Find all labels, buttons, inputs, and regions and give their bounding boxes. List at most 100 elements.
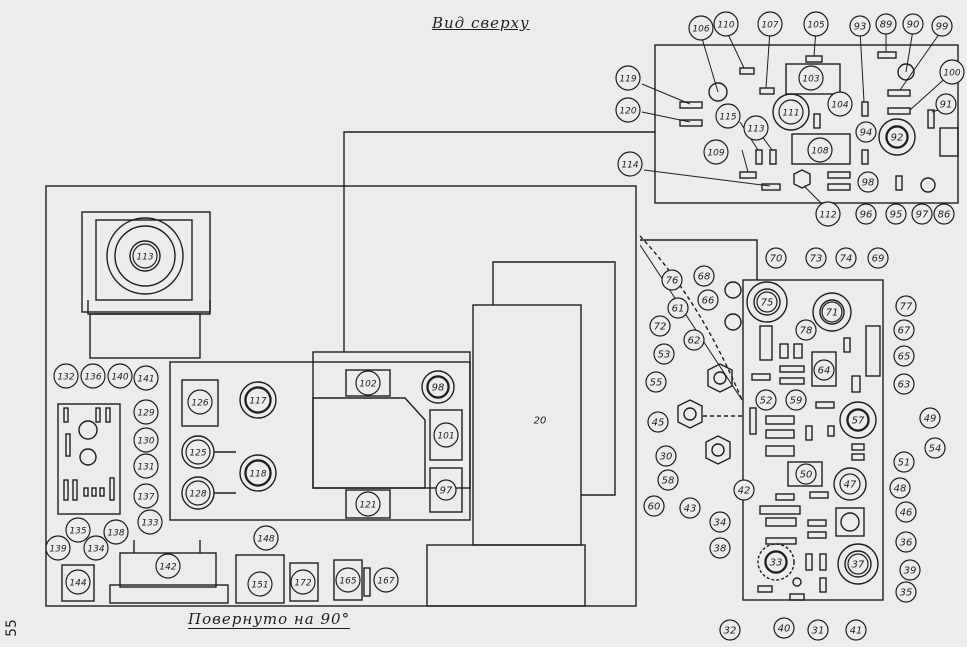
component-label: 92 — [891, 133, 904, 144]
label-circle — [785, 389, 807, 411]
component-label: 52 — [760, 396, 773, 407]
block-20 — [472, 304, 582, 546]
component-label: 106 — [692, 25, 709, 35]
component-label: 60 — [648, 502, 661, 513]
label-circle — [335, 567, 361, 593]
label-circle — [795, 463, 817, 485]
component-label: 139 — [49, 545, 66, 555]
label-circle — [827, 91, 853, 117]
label-circle — [245, 460, 271, 486]
label-circle — [895, 501, 917, 523]
component-label: 128 — [189, 490, 206, 500]
component-label: 97 — [440, 486, 453, 497]
component-label: 64 — [818, 366, 831, 377]
label-circle — [835, 247, 857, 269]
label-circle — [911, 203, 933, 225]
label-circle — [813, 359, 835, 381]
label-circle — [756, 291, 778, 313]
label-circle — [133, 483, 159, 509]
label-circle — [65, 517, 91, 543]
label-circle — [373, 567, 399, 593]
label-circle — [893, 373, 915, 395]
component-label: 114 — [621, 161, 638, 171]
label-circle — [643, 495, 665, 517]
component-label: 100 — [943, 69, 960, 79]
label-circle — [103, 519, 129, 545]
label-circle — [667, 297, 689, 319]
component-label: 113 — [136, 253, 153, 263]
label-circle — [743, 115, 769, 141]
component-label: 144 — [69, 579, 86, 589]
component-label: 148 — [257, 535, 274, 545]
component-label: 77 — [900, 302, 913, 313]
label-circle — [709, 511, 731, 533]
component-label: 151 — [251, 581, 268, 591]
label-circle — [803, 11, 829, 37]
component-label: 68 — [698, 272, 711, 283]
label-circle — [893, 345, 915, 367]
label-circle — [893, 451, 915, 473]
label-circle — [649, 315, 671, 337]
component-label: 131 — [137, 463, 154, 473]
label-circle — [133, 427, 159, 453]
component-label: 142 — [159, 563, 176, 573]
component-label: 20 — [534, 416, 547, 427]
component-label: 98 — [432, 383, 445, 394]
component-label: 126 — [191, 399, 208, 409]
component-label: 97 — [916, 210, 929, 221]
label-circle — [653, 343, 675, 365]
board-main — [45, 185, 637, 607]
component-label: 101 — [437, 432, 454, 442]
component-label: 63 — [898, 380, 911, 391]
component-label: 67 — [898, 326, 911, 337]
component-label: 86 — [938, 210, 951, 221]
board-right-lower — [742, 279, 884, 601]
label-circle — [655, 445, 677, 467]
component-label: 91 — [940, 100, 953, 111]
label-circle — [886, 126, 908, 148]
component-label: 46 — [900, 508, 913, 519]
label-circle — [778, 99, 804, 125]
component-label: 167 — [377, 577, 394, 587]
component-label: 165 — [339, 577, 356, 587]
label-circle — [709, 537, 731, 559]
label-circle — [657, 469, 679, 491]
label-circle — [839, 473, 861, 495]
label-circle — [875, 13, 897, 35]
label-circle — [107, 363, 133, 389]
label-circle — [693, 265, 715, 287]
label-circle — [290, 569, 316, 595]
label-circle — [795, 319, 817, 341]
label-circle — [45, 535, 71, 561]
label-circle — [935, 93, 957, 115]
label-circle — [645, 371, 667, 393]
component-label: 75 — [761, 298, 774, 309]
component-label: 43 — [684, 504, 697, 515]
component-label: 140 — [111, 373, 128, 383]
component-label: 107 — [761, 21, 778, 31]
label-circle — [185, 480, 211, 506]
label-circle — [798, 65, 824, 91]
label-circle — [679, 497, 701, 519]
component-label: 136 — [84, 373, 101, 383]
label-circle — [924, 437, 946, 459]
speaker-block — [81, 211, 211, 313]
label-circle — [902, 13, 924, 35]
block-hex — [312, 397, 426, 489]
component-label: 73 — [810, 254, 823, 265]
label-circle — [80, 363, 106, 389]
label-circle — [647, 411, 669, 433]
label-circle — [133, 453, 159, 479]
component-label: 55 — [650, 378, 663, 389]
component-label: 62 — [688, 336, 701, 347]
label-circle — [815, 201, 841, 227]
component-label: 53 — [658, 350, 671, 361]
component-label: 117 — [249, 397, 266, 407]
component-label: 32 — [724, 626, 737, 637]
component-label: 30 — [660, 452, 673, 463]
label-circle — [807, 137, 833, 163]
component-label: 125 — [189, 449, 206, 459]
wire-top — [343, 131, 655, 352]
label-circle — [615, 65, 641, 91]
